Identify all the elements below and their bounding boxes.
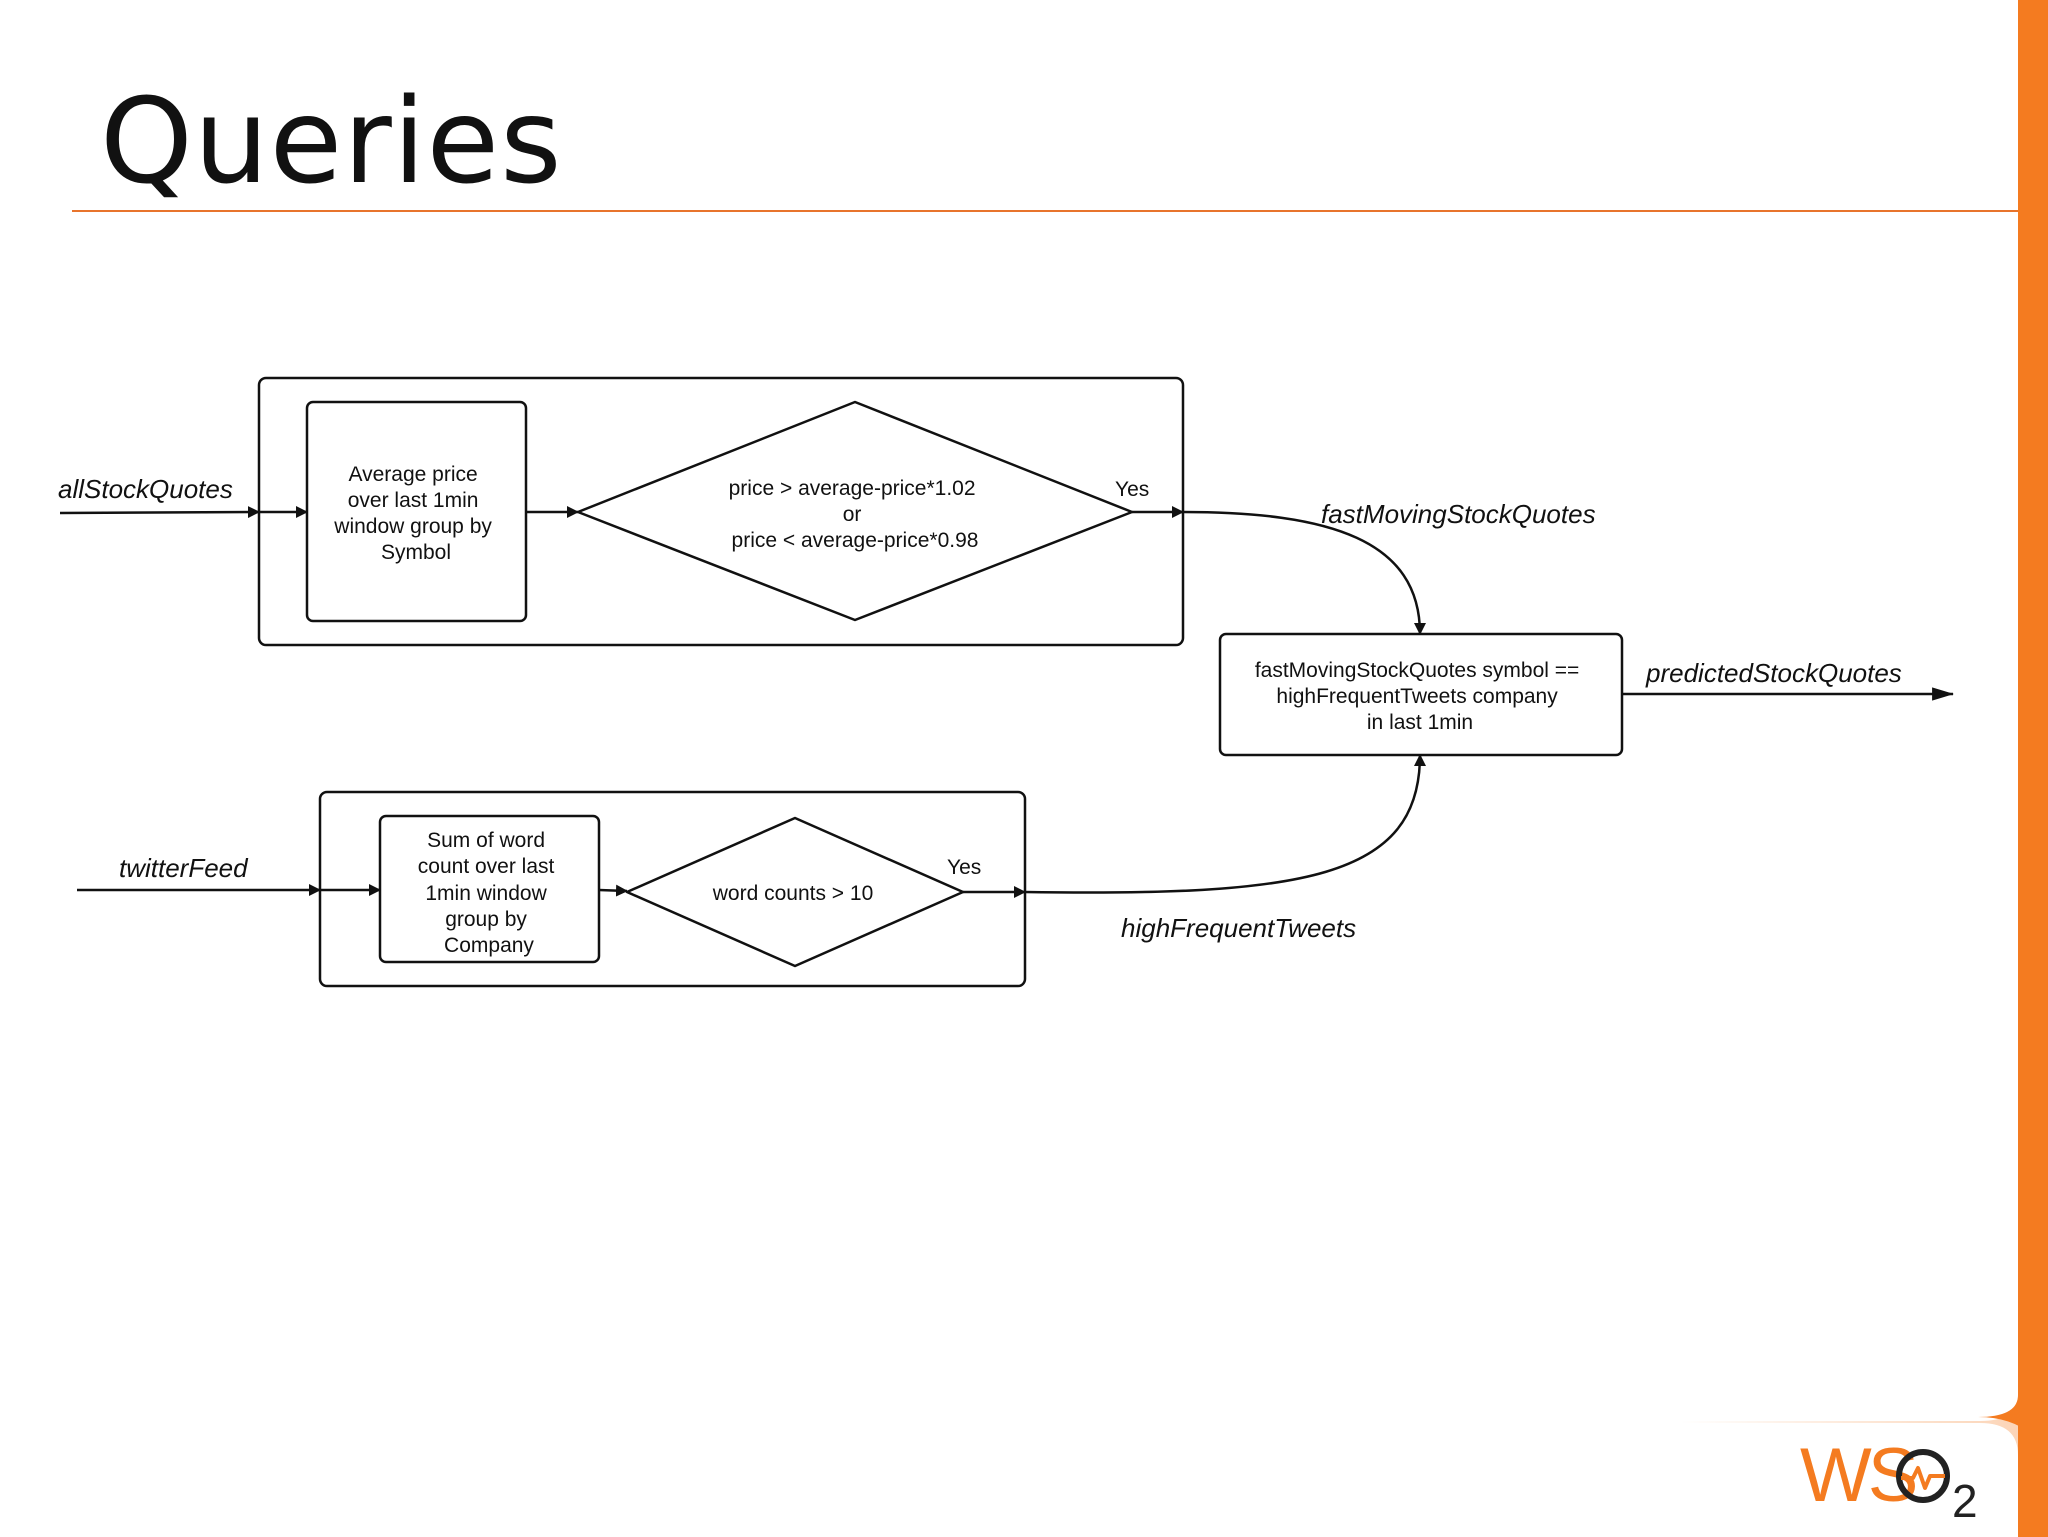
stock-filter-line-1: price > average-price*1.02	[729, 477, 976, 500]
twitter-filter-line-1: word counts > 10	[712, 882, 874, 905]
title-divider	[72, 210, 2020, 212]
arrow-twitter-window-to-filter	[598, 884, 628, 897]
logo-subscript-2: 2	[1952, 1475, 1978, 1527]
twitter-window-line-1: Sum of word	[427, 829, 545, 852]
svg-text:Sum of word count over: Sum of word count over last 1min window …	[418, 829, 560, 957]
arrow-fastmoving-to-join	[1182, 510, 1426, 635]
join-line-3: in last 1min	[1367, 711, 1473, 734]
twitter-window-line-2: count over last	[418, 855, 555, 878]
stream-label-fastmovingstockquotes: fastMovingStockQuotes	[1321, 499, 1596, 529]
stream-label-twitterfeed: twitterFeed	[119, 853, 249, 883]
wso2-logo: WS 2	[1800, 1438, 1990, 1528]
arrow-highfrequent-to-join	[1024, 754, 1426, 894]
join-query-group: fastMovingStockQuotes symbol == highFreq…	[1218, 632, 1624, 757]
stream-label-highfrequenttweets: highFrequentTweets	[1121, 913, 1356, 943]
stock-window-line-4: Symbol	[381, 541, 451, 564]
twitter-window-line-3: 1min window	[425, 882, 547, 905]
svg-text:price > average-price*1.02: price > average-price*1.02 or price < av…	[729, 477, 982, 552]
stock-yes-label: Yes	[1115, 478, 1149, 501]
twitter-query-group: Sum of word count over last 1min window …	[318, 790, 1027, 988]
join-line-1: fastMovingStockQuotes symbol ==	[1255, 659, 1580, 682]
stock-window-line-1: Average price	[348, 463, 477, 486]
logo-o-pulse-icon	[1896, 1449, 1950, 1503]
stock-window-line-2: over last 1min	[348, 489, 479, 512]
stock-window-line-3: window group by	[333, 515, 492, 538]
stream-label-predictedstockquotes: predictedStockQuotes	[1645, 658, 1902, 688]
join-line-2: highFrequentTweets company	[1276, 685, 1558, 708]
stock-query-group: Average price over last 1min window grou…	[257, 376, 1185, 647]
twitter-window-line-4: group by	[445, 908, 527, 931]
slide-title: Queries	[100, 72, 563, 210]
stock-filter-line-2: or	[843, 503, 862, 526]
arrow-allstockquotes-in	[59, 506, 260, 519]
stream-label-allstockquotes: allStockQuotes	[58, 474, 233, 504]
twitter-yes-label: Yes	[947, 856, 981, 879]
svg-text:Average price over las: Average price over last 1min window grou…	[333, 463, 497, 564]
accent-sidebar	[2018, 0, 2048, 1537]
twitter-window-line-5: Company	[444, 934, 534, 957]
svg-text:fastMovingStockQuotes symbol: fastMovingStockQuotes symbol == highFreq…	[1255, 659, 1585, 734]
stock-filter-line-3: price < average-price*0.98	[732, 529, 979, 552]
